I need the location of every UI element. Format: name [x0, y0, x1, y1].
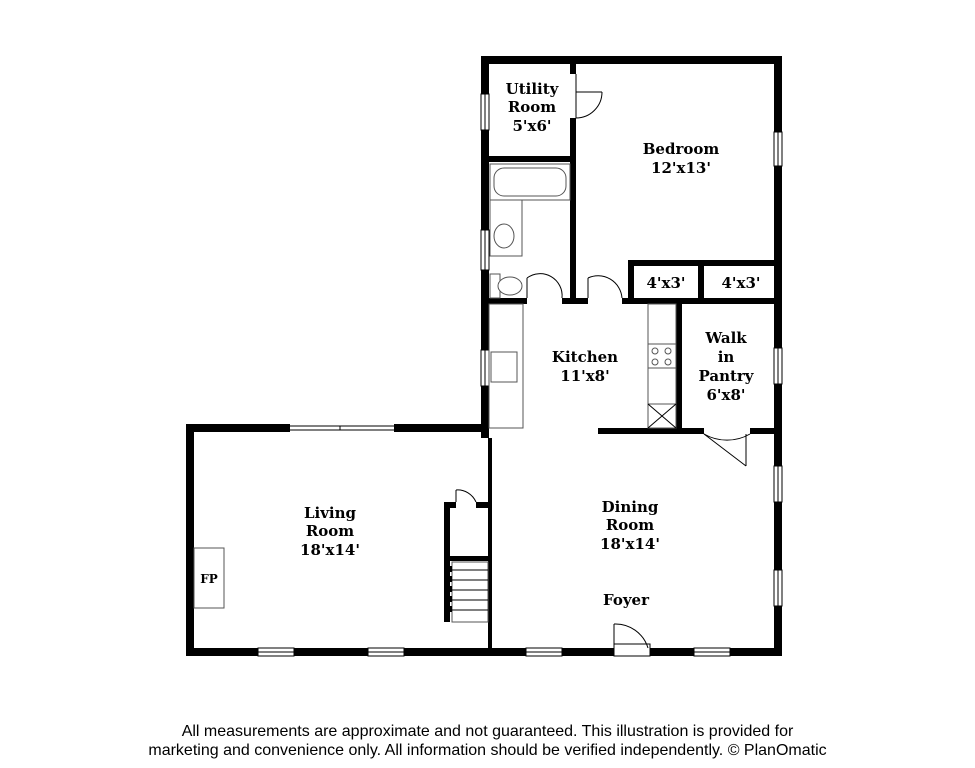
dining-room-name: Dining [602, 498, 659, 516]
disclaimer-line-2: marketing and convenience only. All info… [148, 742, 827, 759]
doors [455, 74, 751, 657]
interior-walls [444, 56, 782, 656]
floor-plan: Utility Room 5'x6' Bedroom 12'x13' 4'x3'… [186, 56, 783, 657]
pantry-line-3: Pantry [698, 367, 754, 385]
disclaimer: All measurements are approximate and not… [0, 722, 975, 760]
living-room-name-2: Room [306, 522, 354, 540]
pantry-size: 6'x8' [706, 386, 745, 404]
exterior-walls [186, 56, 782, 656]
closet-2-size: 4'x3' [721, 274, 760, 292]
room-labels: Utility Room 5'x6' Bedroom 12'x13' 4'x3'… [200, 80, 760, 609]
closet-1-size: 4'x3' [646, 274, 685, 292]
pantry-line-2: in [718, 348, 735, 366]
staircase [451, 561, 489, 623]
dining-room-name-2: Room [606, 516, 654, 534]
kitchen-name: Kitchen [552, 348, 618, 366]
living-room-name: Living [304, 504, 357, 522]
kitchen-size: 11'x8' [560, 367, 609, 385]
bath-sink [493, 223, 515, 249]
bedroom-size: 12'x13' [651, 159, 711, 177]
utility-room-size: 5'x6' [512, 117, 551, 135]
utility-room-name-2: Room [508, 98, 556, 116]
fireplace-label: FP [200, 572, 218, 586]
dining-room-size: 18'x14' [600, 535, 660, 553]
utility-room-name: Utility [506, 80, 560, 98]
kitchen-sink [490, 351, 518, 383]
stove [647, 343, 677, 369]
living-room-size: 18'x14' [300, 541, 360, 559]
pantry-line-1: Walk [704, 329, 747, 347]
fireplace [193, 547, 225, 609]
bedroom-name: Bedroom [643, 140, 720, 158]
disclaimer-line-1: All measurements are approximate and not… [181, 723, 794, 740]
foyer-name: Foyer [603, 591, 650, 609]
fixtures [193, 163, 677, 623]
